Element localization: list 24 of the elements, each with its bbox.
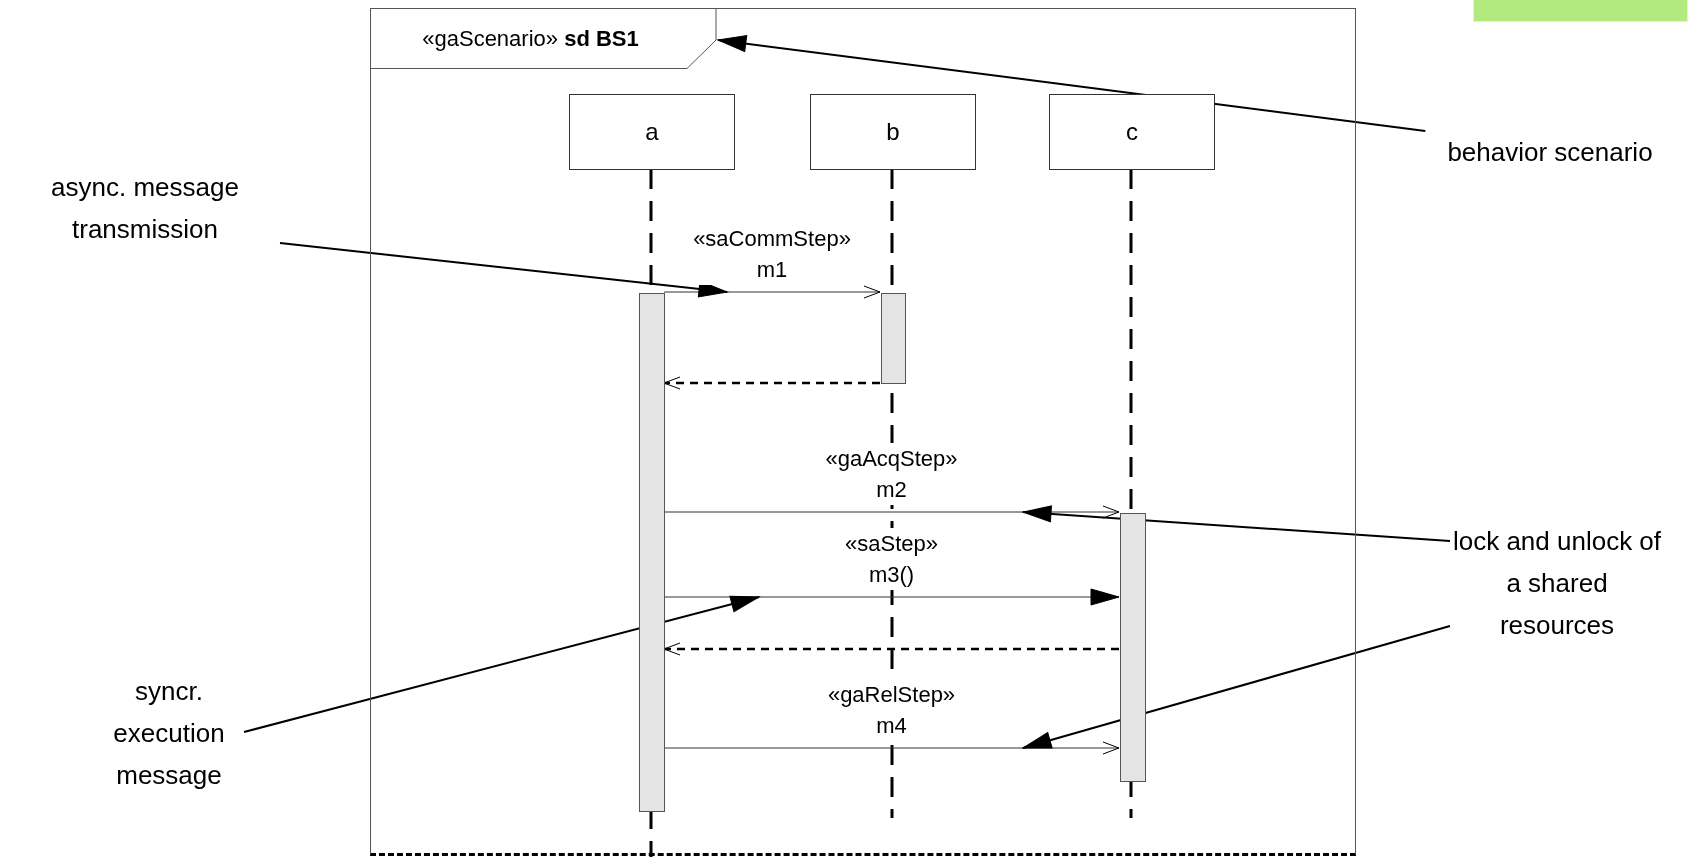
message-arrow xyxy=(663,741,1120,755)
annotation-text: async. message transmission xyxy=(10,166,280,250)
message-arrow xyxy=(663,505,1120,519)
message-label: «gaAcqStep» m2 xyxy=(825,443,958,505)
message-label: «saStep» m3() xyxy=(845,528,938,590)
activation-bar xyxy=(639,293,665,812)
leader-line xyxy=(279,242,728,298)
leader-line xyxy=(716,35,1427,132)
sequence-frame xyxy=(370,8,1356,856)
annotation-text: lock and unlock of a shared resources xyxy=(1450,520,1664,646)
activation-bar xyxy=(881,293,906,384)
annotation-text: behavior scenario xyxy=(1405,131,1695,173)
leader-line xyxy=(243,595,760,733)
return-arrow xyxy=(663,376,880,390)
message-arrow xyxy=(663,588,1120,606)
lifeline-head: a xyxy=(569,94,735,170)
lifeline-head: c xyxy=(1049,94,1215,170)
return-arrow xyxy=(663,642,1119,656)
leader-line xyxy=(1022,505,1451,543)
frame-title: «gaScenario» sd BS1 xyxy=(370,8,717,69)
annotation-text: syncr. execution message xyxy=(94,670,244,796)
lifeline-head: b xyxy=(810,94,976,170)
activation-bar xyxy=(1120,513,1146,782)
leader-line xyxy=(1022,624,1451,749)
